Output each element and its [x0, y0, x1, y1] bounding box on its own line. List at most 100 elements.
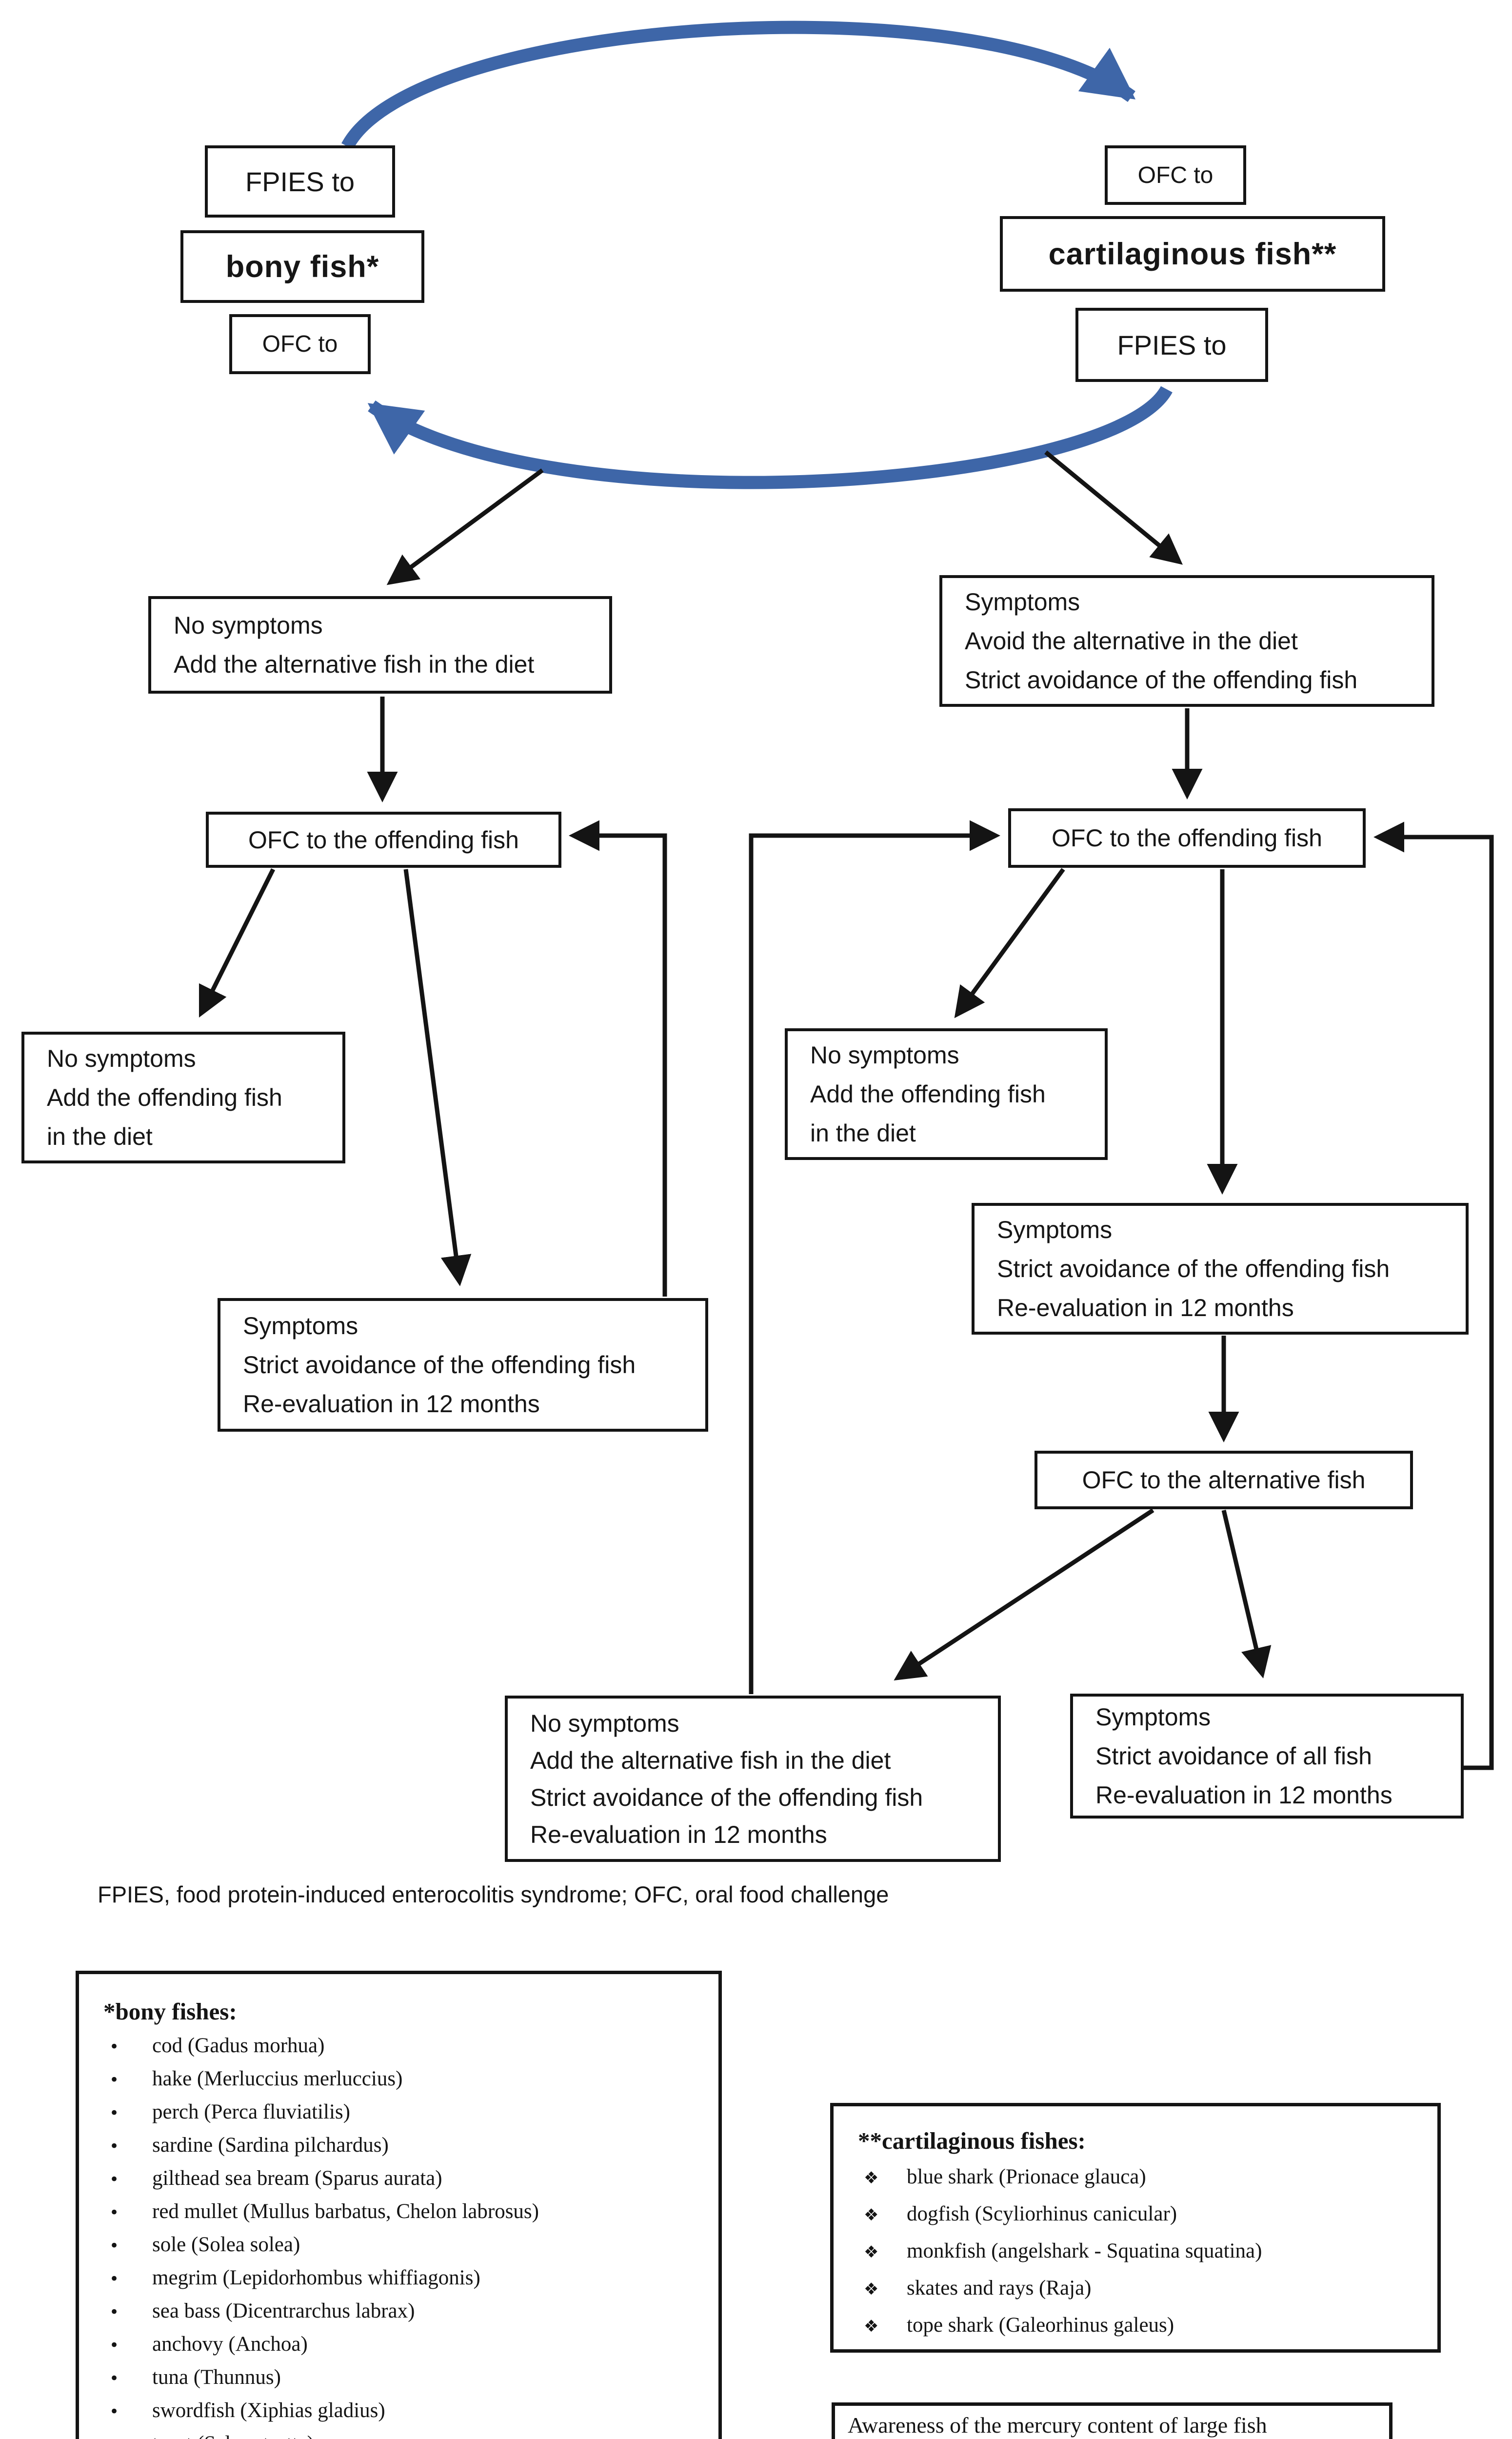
list-item: • perch (Perca fluviatilis): [103, 2096, 704, 2129]
box-ofc-to-right: OFC to: [1105, 145, 1246, 205]
box-no-symptoms-alternative-full: No symptoms Add the alternative fish in …: [505, 1696, 1001, 1862]
arrow-ofcalt-to-nosym-full: [894, 1508, 1154, 1680]
mercury-warning-text: Awareness of the mercury content of larg…: [848, 2412, 1267, 2438]
list-item: ❖monkfish (angelshark - Squatina squatin…: [858, 2233, 1423, 2270]
box-symptoms-strict-left: Symptoms Strict avoidance of the offendi…: [218, 1298, 708, 1432]
line: Re-evaluation in 12 months: [1095, 1781, 1393, 1809]
diamond-bullet-icon: ❖: [864, 2168, 879, 2188]
list-item: • sea bass (Dicentrarchus labrax): [103, 2295, 704, 2328]
feedback-symleft-to-ofcleft: [569, 820, 667, 1297]
bullet-icon: •: [109, 2202, 119, 2222]
line: Re-evaluation in 12 months: [243, 1390, 540, 1418]
arrow-cycle-to-symptoms-right: [1044, 450, 1183, 565]
bullet-icon: •: [109, 2037, 119, 2057]
box-ofc-alternative: OFC to the alternative fish: [1035, 1451, 1413, 1509]
bullet-icon: •: [109, 2302, 119, 2322]
list-item: • tuna (Thunnus): [103, 2361, 704, 2395]
legend-cartilaginous-fishes: **cartilaginous fishes: ❖ blue shark (Pri…: [830, 2103, 1441, 2353]
box-cartilaginous-fish: cartilaginous fish**: [1000, 216, 1385, 292]
bullet-icon: •: [109, 2070, 119, 2090]
bullet-icon: •: [109, 2103, 119, 2123]
list-item: • sole (Solea solea): [103, 2229, 704, 2262]
line: Strict avoidance of the offending fish: [243, 1351, 636, 1379]
line: Strict avoidance of the offending fish: [530, 1783, 923, 1811]
list-item-text: sole (Solea solea): [152, 2233, 300, 2256]
line: No symptoms: [530, 1709, 679, 1737]
bullet-icon: •: [109, 2269, 119, 2289]
list-item-text: blue shark (Prionace glauca): [907, 2165, 1146, 2188]
box-fpies-to-left: FPIES to: [205, 145, 395, 218]
bullet-icon: •: [103, 2429, 152, 2439]
list-item-text: hake (Merluccius merluccius): [152, 2067, 403, 2090]
list-item-text: dogfish (Scyliorhinus canicular): [907, 2202, 1177, 2225]
abbreviations-footnote: FPIES, food protein-induced enterocoliti…: [98, 1881, 889, 1907]
line: No symptoms: [174, 612, 323, 639]
line: Re-evaluation in 12 months: [530, 1820, 827, 1848]
line: No symptoms: [47, 1045, 196, 1072]
cartilaginous-fish-label: cartilaginous fish**: [1048, 237, 1337, 271]
list-item: ❖tope shark (Galeorhinus galeus): [858, 2307, 1423, 2344]
list-item-text: megrim (Lepidorhombus whiffiagonis): [152, 2266, 480, 2289]
line: Add the alternative fish in the diet: [530, 1746, 891, 1774]
list-item: •trout (Salmo trutta): [103, 2428, 704, 2439]
diamond-bullet-icon: ❖: [864, 2242, 879, 2262]
fpies-to-left-label: FPIES to: [245, 166, 355, 197]
cycle-arrow-bottom: [367, 386, 1173, 489]
arrow-ofcleft-to-symptoms-strict: [403, 869, 472, 1286]
list-item-text: swordfish (Xiphias gladius): [152, 2399, 385, 2422]
line: Symptoms: [243, 1312, 358, 1339]
list-item-text: sea bass (Dicentrarchus labrax): [152, 2299, 415, 2322]
diamond-bullet-icon: ❖: [864, 2205, 879, 2225]
list-item-text: red mullet (Mullus barbatus, Chelon labr…: [152, 2199, 539, 2223]
bullet-icon: •: [109, 2236, 119, 2256]
ofc-alternative-label: OFC to the alternative fish: [1082, 1466, 1366, 1494]
list-item: • megrim (Lepidorhombus whiffiagonis): [103, 2262, 704, 2295]
line: in the diet: [47, 1123, 153, 1150]
list-item-text: gilthead sea bream (Sparus aurata): [152, 2166, 442, 2190]
list-item-text: anchovy (Anchoa): [152, 2332, 308, 2356]
box-fpies-to-right: FPIES to: [1075, 308, 1268, 382]
bullet-icon: •: [109, 2169, 119, 2189]
diamond-bullet-icon: ❖: [864, 2279, 879, 2299]
list-item: • gilthead sea bream (Sparus aurata): [103, 2162, 704, 2196]
list-item-text: sardine (Sardina pilchardus): [152, 2133, 389, 2157]
list-item: • hake (Merluccius merluccius): [103, 2063, 704, 2096]
line: No symptoms: [810, 1041, 959, 1069]
list-item: •swordfish (Xiphias gladius): [103, 2395, 704, 2428]
arrow-ofcleft-to-nosym-offending: [199, 868, 276, 1018]
list-item-text: cod (Gadus morhua): [152, 2034, 325, 2057]
cycle-arrow-top: [341, 20, 1136, 150]
box-bony-fish: bony fish*: [180, 230, 424, 303]
box-symptoms-all-fish: Symptoms Strict avoidance of all fish Re…: [1070, 1694, 1464, 1819]
box-ofc-to-left: OFC to: [229, 314, 371, 374]
line: Strict avoidance of the offending fish: [965, 666, 1358, 694]
bullet-icon: •: [109, 2335, 119, 2355]
ofc-offending-right-label: OFC to the offending fish: [1052, 824, 1322, 852]
line: Avoid the alternative in the diet: [965, 627, 1298, 655]
mercury-warning-box: Awareness of the mercury content of larg…: [832, 2402, 1393, 2439]
box-no-symptoms-add-offending-right: No symptoms Add the offending fish in th…: [785, 1028, 1108, 1160]
line: Symptoms: [1095, 1703, 1211, 1731]
line: Symptoms: [997, 1216, 1113, 1243]
list-item: •sardine (Sardina pilchardus): [103, 2129, 704, 2162]
list-item: ❖ dogfish (Scyliorhinus canicular): [858, 2196, 1423, 2233]
legend-cartilaginous-title: **cartilaginous fishes:: [858, 2127, 1086, 2154]
list-item-text: perch (Perca fluviatilis): [152, 2100, 350, 2123]
bullet-icon: •: [109, 2368, 119, 2388]
feedback-nosymfull-to-ofcright: [749, 820, 1000, 1694]
ofc-to-left-label: OFC to: [262, 331, 338, 357]
box-symptoms-strict-right: Symptoms Strict avoidance of the offendi…: [972, 1203, 1469, 1335]
legend-bony-title: *bony fishes:: [103, 1998, 237, 2025]
list-item-text: tuna (Thunnus): [152, 2365, 281, 2389]
list-item: • cod (Gadus morhua): [103, 2030, 704, 2063]
ofc-to-right-label: OFC to: [1137, 162, 1214, 188]
line: Add the offending fish: [47, 1084, 282, 1111]
box-ofc-offending-left: OFC to the offending fish: [206, 812, 561, 868]
box-no-symptoms-add-offending-left: No symptoms Add the offending fish in th…: [21, 1032, 345, 1163]
ofc-offending-left-label: OFC to the offending fish: [248, 826, 519, 854]
fpies-to-right-label: FPIES to: [1117, 329, 1227, 360]
box-ofc-offending-right: OFC to the offending fish: [1008, 808, 1366, 868]
line: Add the offending fish: [810, 1080, 1046, 1108]
feedback-symall-to-ofcright: [1373, 821, 1494, 1770]
